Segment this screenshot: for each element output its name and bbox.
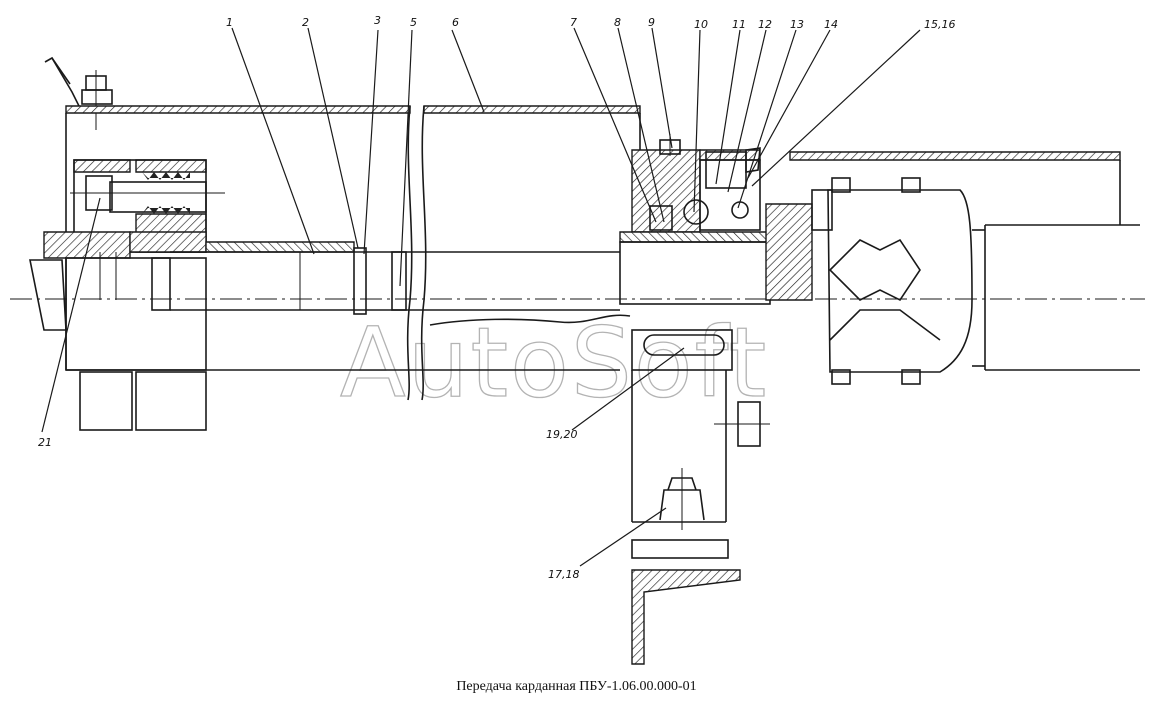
callout-21: 21 (38, 436, 52, 449)
callout-15-16: 15,16 (924, 18, 956, 31)
callout-3: 3 (374, 14, 381, 27)
right-bearing-housing (619, 134, 771, 305)
callout-1: 1 (226, 16, 233, 29)
left-shaft-end (29, 231, 355, 431)
callout-7: 7 (570, 16, 577, 29)
break-line-right (420, 105, 427, 401)
callout-leaders (41, 27, 921, 567)
callout-11: 11 (732, 18, 746, 31)
callout-13: 13 (790, 18, 804, 31)
callout-labels: 1 2 3 5 6 7 8 9 10 11 12 13 14 15,16 21 … (38, 14, 956, 581)
callout-8: 8 (614, 16, 621, 29)
main-shaft (66, 247, 631, 371)
cardan-yoke (765, 177, 986, 385)
callout-17-18: 17,18 (548, 568, 580, 581)
callout-6: 6 (452, 16, 459, 29)
callout-9: 9 (648, 16, 655, 29)
drawing-caption: Передача карданная ПБУ-1.06.00.000-01 (456, 679, 697, 694)
callout-14: 14 (824, 18, 838, 31)
callout-19-20: 19,20 (546, 428, 578, 441)
callout-2: 2 (302, 16, 309, 29)
left-bracket (44, 56, 113, 130)
watermark-text: AutoSoft (340, 307, 768, 419)
callout-12: 12 (758, 18, 772, 31)
break-line-left (406, 105, 413, 401)
callout-10: 10 (694, 18, 708, 31)
support-bracket (631, 329, 770, 665)
callout-5: 5 (410, 16, 417, 29)
